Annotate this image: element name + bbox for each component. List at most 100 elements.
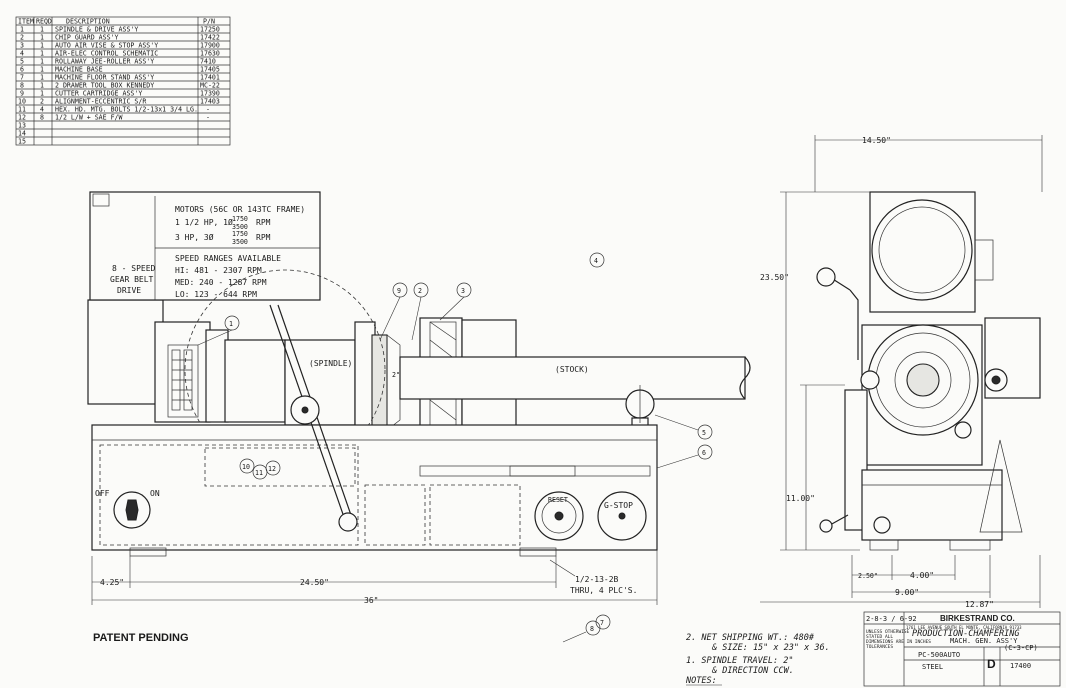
bom-header-pn: P/N <box>203 18 215 26</box>
drive-label-line3: DRIVE <box>117 286 141 295</box>
dim-4-25: 4.25" <box>100 578 124 587</box>
bom-description: MACHINE FLOOR STAND ASS'Y <box>55 74 154 82</box>
bolts-callout-2: THRU, 4 PLC'S. <box>570 586 637 595</box>
bom-item: 9 <box>20 90 24 98</box>
bom-req: 1 <box>40 34 44 42</box>
bolts-callout-1: 1/2-13-2B <box>575 575 619 584</box>
speed-selector-panel <box>167 344 199 418</box>
bom-pn: 17900 <box>200 42 220 50</box>
dim-14-50: 14.50" <box>862 136 891 145</box>
bom-header-item: ITEM <box>18 18 34 26</box>
balloon-10: 10 <box>242 463 250 471</box>
bom-req: 8 <box>40 114 44 122</box>
bill-of-materials: ITEM REQD DESCRIPTION P/N 1 1 SPINDLE & … <box>15 16 231 146</box>
patent-pending: PATENT PENDING <box>93 632 189 644</box>
title-block: 2-8-3 / 6-92 BIRKESTRAND CO. 1761 LEE AV… <box>863 611 1061 687</box>
motor-end-cap <box>871 199 973 301</box>
front-view <box>816 191 1041 551</box>
bom-item: 6 <box>20 66 24 74</box>
motor-line1c: 3500 <box>232 223 248 231</box>
side-view: OFF ON RESET G-STOP (SPINDLE) (STOCK) 2"… <box>87 191 751 557</box>
tolerance-note-1: UNLESS OTHERWISE <box>866 629 910 635</box>
balloon-7: 7 <box>600 619 604 627</box>
bom-pn: MC-22 <box>200 82 220 90</box>
bom-item: 10 <box>18 98 26 106</box>
note-1b: & DIRECTION CCW. <box>711 666 794 676</box>
bom-item: 11 <box>18 106 26 114</box>
bom-item: 12 <box>18 114 26 122</box>
notes-heading: NOTES: <box>685 676 717 686</box>
stock-bar <box>399 356 746 400</box>
drive-housing <box>154 321 211 423</box>
dim-11-00: 11.00" <box>786 494 815 503</box>
speed-lo: LO: 123 - 644 RPM <box>175 290 257 299</box>
balloon-2: 2 <box>418 287 422 295</box>
bom-description: ALIGNMENT-ECCENTRIC S/R <box>55 98 146 106</box>
bom-req: 1 <box>40 82 44 90</box>
company-address: 1761 LEE AVENUE SOUTH EL MONTE, CALIFORN… <box>906 625 1022 630</box>
balloon-11: 11 <box>255 469 263 477</box>
model-number: PC-500AUTO <box>918 651 960 659</box>
bom-description: AUTO AIR VISE & STOP ASS'Y <box>55 42 158 50</box>
g-stop-label: G-STOP <box>604 501 633 510</box>
bom-pn: 17403 <box>200 98 220 106</box>
bom-pn: 17422 <box>200 34 220 42</box>
balloon-1: 1 <box>229 320 233 328</box>
drawing-size: D <box>987 657 996 671</box>
bom-description: HEX. HD. MTG. BOLTS 1/2-13x1 3/4 LG. <box>55 106 198 114</box>
motor-line1a: 1 1/2 HP, 1Ø <box>175 217 233 227</box>
bom-pn: 17401 <box>200 74 220 82</box>
motor-line1b: 1750 <box>232 215 248 223</box>
bom-item: 8 <box>20 82 24 90</box>
note-1a: 1. SPINDLE TRAVEL: 2" <box>686 656 793 666</box>
dim-23-50: 23.50" <box>760 273 789 282</box>
bom-item: 5 <box>20 58 24 66</box>
title-line-3: (C-3-CP) <box>1004 644 1038 652</box>
dim-9-00: 9.00" <box>895 588 919 597</box>
motor-line2a: 3 HP, 3Ø <box>175 232 214 242</box>
speed-ranges-title: SPEED RANGES AVAILABLE <box>175 254 281 263</box>
item-balloons: 1 2 3 4 5 6 7 8 9 10 11 12 <box>197 252 713 643</box>
bom-pn: 7410 <box>200 58 216 66</box>
balloon-3: 3 <box>461 287 465 295</box>
bom-req: 4 <box>40 106 44 114</box>
off-label: OFF <box>95 489 110 498</box>
bom-description: ROLLAWAY JEE-ROLLER ASS'Y <box>55 58 154 66</box>
bom-header-req: REQD <box>36 18 52 26</box>
dim-4-00: 4.00" <box>910 571 934 580</box>
title-line-2: MACH. GEN. ASS'Y <box>950 637 1018 645</box>
drive-label-line2: GEAR BELT <box>110 275 154 284</box>
tolerance-note-4: TOLERANCES <box>866 644 893 650</box>
dim-24-50: 24.50" <box>300 578 329 587</box>
notes-block: 2. NET SHIPPING WT.: 480# & SIZE: 15" x … <box>685 633 830 686</box>
revision-date: 2-8-3 / 6-92 <box>866 615 917 623</box>
on-label: ON <box>150 489 160 498</box>
drive-label-line1: 8 - SPEED <box>112 264 156 273</box>
side-view-dimensions: 4.25" 24.50" 36" 1/2-13-2B THRU, 4 PLC'S… <box>91 550 658 605</box>
bom-req: 1 <box>40 26 44 34</box>
bom-pn: - <box>206 106 210 114</box>
motor-body <box>87 299 164 405</box>
spindle-label: (SPINDLE) <box>309 359 352 368</box>
bom-description: 2 DRAWER TOOL BOX KENNEDY <box>55 82 154 90</box>
title-line-1: PRODUCTION-CHAMFERING <box>912 629 1019 639</box>
material: STEEL <box>922 663 943 671</box>
motor-line1d: RPM <box>256 218 271 227</box>
balloon-4: 4 <box>594 257 598 265</box>
motor-line2d: RPM <box>256 233 271 242</box>
bom-req: 1 <box>40 90 44 98</box>
bom-item: 3 <box>20 42 24 50</box>
tolerance-note-3: DIMENSIONS ARE IN INCHES <box>866 639 931 645</box>
bom-item: 13 <box>18 122 26 130</box>
dim-12-87: 12.87" <box>965 600 994 609</box>
motor-line2c: 3500 <box>232 238 248 246</box>
bom-description: CUTTER CARTRIDGE ASS'Y <box>55 90 142 98</box>
bom-item: 7 <box>20 74 24 82</box>
bom-item: 14 <box>18 130 26 138</box>
company-name: BIRKESTRAND CO. <box>940 614 1015 623</box>
balloon-6: 6 <box>702 449 706 457</box>
speed-hi: HI: 481 - 2307 RPM <box>175 266 262 275</box>
bom-description: AIR-ELEC CONTROL SCHEMATIC <box>55 50 158 58</box>
balloon-9: 9 <box>397 287 401 295</box>
